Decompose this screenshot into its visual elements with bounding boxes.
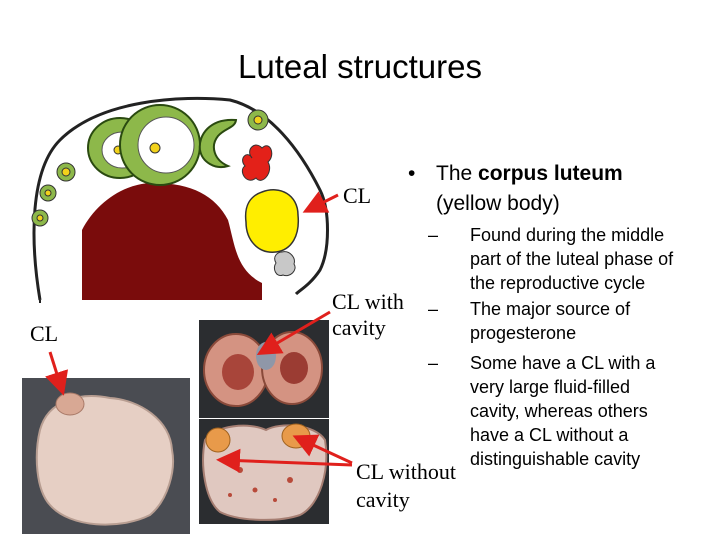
label-cl-without-1: CL without [356, 459, 457, 484]
follicle-small-3 [39, 184, 57, 202]
sub-bullet-marker: – [428, 225, 439, 245]
photo-ovary-cl [22, 378, 190, 534]
sub-bullet-3-line-2: very large fluid-filled [470, 377, 631, 397]
label-cl-with-cavity-1: CL with [332, 289, 404, 314]
sub-bullet-marker: – [428, 299, 439, 319]
sub-bullet-1-line-2: part of the luteal phase of [470, 249, 674, 269]
sub-bullet-3-line-5: distinguishable cavity [470, 449, 641, 469]
sub-bullet-2-line-1: The major source of [470, 299, 631, 319]
arrow-cl-to-photo [45, 351, 69, 396]
label-cl-with-cavity-2: cavity [332, 315, 386, 340]
slide-title: Luteal structures [238, 48, 482, 85]
main-bullet-prefix: The [436, 162, 479, 185]
corpus-albicans-shape [82, 182, 262, 300]
sub-bullet-1-line-3: the reproductive cycle [470, 273, 646, 293]
arrow-without-to-photo-b [216, 448, 353, 473]
ovary-outline [32, 96, 329, 301]
sub-bullet-3-line-3: cavity, whereas others [470, 401, 648, 421]
main-bullet-line2: (yellow body) [436, 192, 560, 215]
sub-bullet-3-line-4: have a CL without a [470, 425, 629, 445]
label-cl-without-2: cavity [356, 487, 410, 512]
photo-cl-with-cavity [199, 320, 329, 418]
corpus-hemorrhagicum [241, 144, 273, 181]
arrow-without-to-photo-a [292, 434, 353, 465]
corpus-luteum-shape [244, 189, 300, 253]
bullet-marker: • [408, 162, 416, 185]
sub-bullet-1-line-1: Found during the middle [470, 225, 665, 245]
follicle-large-2 [119, 104, 201, 186]
corpus-albicans-small [273, 251, 296, 277]
follicle-crescent [198, 118, 238, 168]
main-bullet-bold: corpus luteum [478, 162, 623, 185]
sub-bullet-marker: – [428, 353, 439, 373]
follicle-small-4 [31, 209, 49, 227]
follicle-small-2 [56, 162, 76, 182]
main-bullet-line1: The corpus luteum [436, 162, 623, 186]
arrow-cavity-to-photo [256, 310, 331, 356]
label-cl-left: CL [30, 321, 59, 346]
sub-bullet-3-line-1: Some have a CL with a [470, 353, 656, 373]
follicle-small-1 [247, 109, 269, 131]
sub-bullet-2-line-2: progesterone [470, 323, 577, 343]
arrow-cl-to-diagram [302, 191, 339, 213]
photo-cl-without-cavity [199, 419, 329, 524]
label-cl-top: CL [343, 183, 372, 208]
